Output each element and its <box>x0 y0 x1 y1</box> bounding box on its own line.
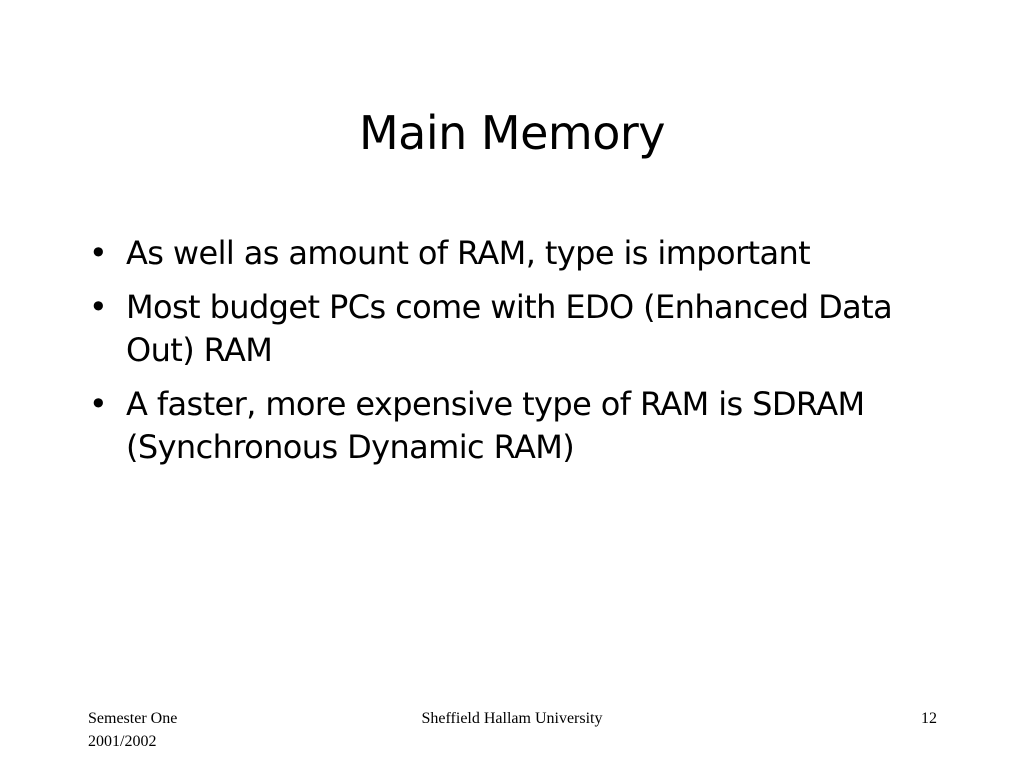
bullet-list: • As well as amount of RAM, type is impo… <box>88 232 968 480</box>
bullet-marker: • <box>88 385 108 423</box>
slide-title: Main Memory <box>358 106 666 160</box>
footer-semester-line2: 2001/2002 <box>88 733 157 750</box>
footer-university: Sheffield Hallam University <box>421 710 603 727</box>
bullet-item: • A faster, more expensive type of RAM i… <box>88 383 968 469</box>
footer-semester: Semester One 2001/2002 <box>88 707 177 753</box>
bullet-item: • Most budget PCs come with EDO (Enhance… <box>88 286 968 372</box>
bullet-text: A faster, more expensive type of RAM is … <box>126 385 865 466</box>
bullet-item: • As well as amount of RAM, type is impo… <box>88 232 968 275</box>
page-number: 12 <box>921 710 937 727</box>
bullet-text: As well as amount of RAM, type is import… <box>126 234 811 272</box>
bullet-text: Most budget PCs come with EDO (Enhanced … <box>126 288 893 369</box>
footer-semester-line1: Semester One <box>88 710 178 727</box>
bullet-marker: • <box>88 288 108 326</box>
bullet-marker: • <box>88 234 108 272</box>
